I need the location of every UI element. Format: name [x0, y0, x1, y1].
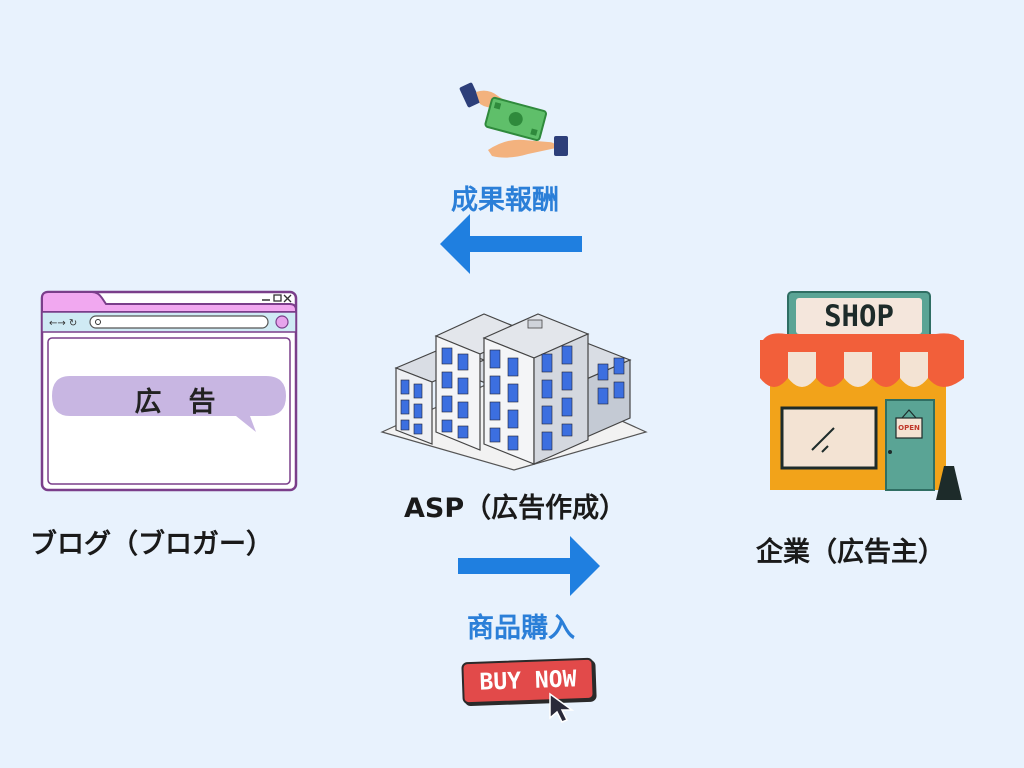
- blog-browser-window: ←→ ↻ 広 告: [40, 290, 298, 492]
- ad-bubble-text: 広 告: [134, 387, 216, 418]
- shop-icon: SHOP OPEN: [756, 290, 968, 502]
- reward-label: 成果報酬: [451, 185, 559, 216]
- shop-sign-text: SHOP: [824, 299, 894, 333]
- cursor-icon: [548, 692, 578, 724]
- blog-label: ブログ（ブロガー）: [30, 529, 273, 560]
- company-label: 企業（広告主）: [756, 537, 945, 568]
- purchase-label: 商品購入: [467, 613, 575, 644]
- purchase-arrow: [456, 536, 600, 596]
- money-handover-icon: [458, 78, 574, 162]
- door-open-sign-text: OPEN: [898, 424, 920, 432]
- asp-label: ASP（広告作成）: [404, 493, 627, 524]
- reward-arrow: [440, 214, 584, 274]
- svg-text:←→ ↻: ←→ ↻: [49, 318, 77, 329]
- building-icon: [378, 298, 650, 474]
